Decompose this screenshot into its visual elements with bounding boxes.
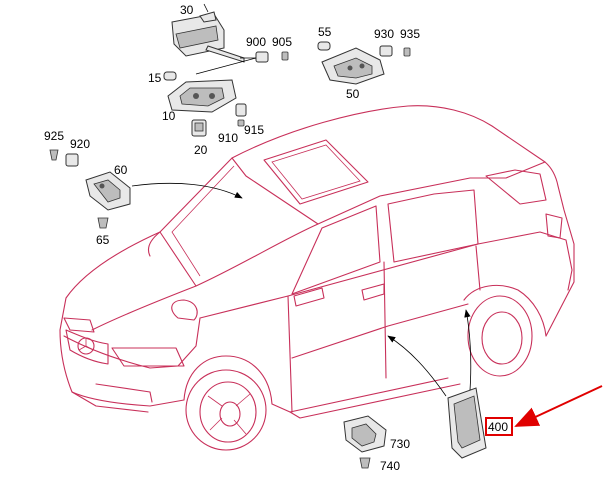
part-930-bulb — [379, 45, 393, 57]
label-15: 15 — [148, 71, 162, 85]
label-930: 930 — [374, 27, 394, 41]
label-20: 20 — [194, 143, 208, 157]
part-915-bulb — [237, 119, 245, 127]
arrow-to-windshield — [131, 182, 243, 199]
label-920: 920 — [70, 137, 90, 151]
part-730-lamp — [343, 415, 387, 453]
part-400-cover — [447, 387, 487, 459]
label-925: 925 — [44, 129, 64, 143]
part-910-bulb — [235, 103, 247, 117]
part-905-bulb — [281, 51, 289, 61]
label-900: 900 — [246, 35, 266, 49]
callout-box — [485, 417, 513, 436]
vehicle-outline — [59, 105, 575, 451]
label-740: 740 — [380, 459, 400, 473]
part-50-reading-lamp — [321, 47, 385, 85]
part-920-bulb — [65, 153, 79, 167]
label-10: 10 — [162, 109, 176, 123]
label-730: 730 — [390, 437, 410, 451]
label-910: 910 — [218, 131, 238, 145]
part-15-bulb — [163, 71, 177, 81]
label-55: 55 — [318, 25, 332, 39]
label-50: 50 — [346, 87, 360, 101]
label-30: 30 — [180, 3, 194, 17]
part-925-bulb — [49, 149, 59, 161]
callout-arrow — [514, 385, 603, 427]
part-65-bulb — [97, 217, 109, 229]
part-900-bulb — [255, 51, 269, 63]
label-905: 905 — [272, 35, 292, 49]
label-935: 935 — [400, 27, 420, 41]
part-935-bulb — [403, 47, 411, 57]
part-60-door-lamp — [85, 171, 131, 211]
part-55-bulb — [317, 41, 331, 51]
part-20-switch — [191, 119, 207, 137]
label-400: 400 — [488, 420, 508, 434]
part-10-interior-lamp — [167, 79, 237, 113]
arrow-to-door — [387, 335, 447, 397]
label-60: 60 — [114, 163, 128, 177]
label-65: 65 — [96, 233, 110, 247]
part-740-bulb — [359, 457, 371, 469]
arrow-to-sill — [464, 309, 472, 391]
label-915: 915 — [244, 123, 264, 137]
part-30-control-module — [171, 3, 245, 63]
